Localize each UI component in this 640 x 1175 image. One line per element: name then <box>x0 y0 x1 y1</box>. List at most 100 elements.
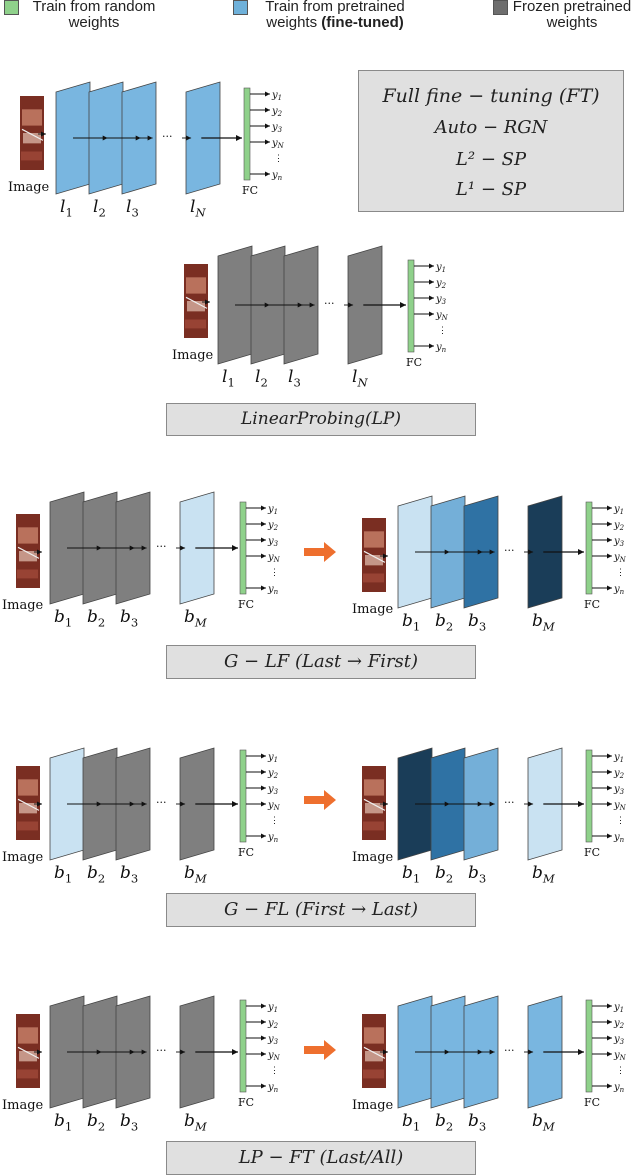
output-label: yN <box>613 800 627 812</box>
legend-text-line1: Frozen pretrained <box>512 0 632 15</box>
layer-label: b2 <box>87 1111 105 1133</box>
glf-right-panel <box>585 501 593 595</box>
output-vdots: ⋮ <box>274 154 283 164</box>
lpft-caption: LP − FT (Last/All) <box>238 1147 404 1168</box>
fc-layer <box>243 87 251 181</box>
legend-text-line2: weights <box>266 14 322 31</box>
ft-panel <box>243 87 251 181</box>
ft-line-l1sp: L¹ − SP <box>455 179 527 200</box>
output-label: y2 <box>271 106 283 118</box>
fc-label: FC <box>584 1096 600 1109</box>
layer-label: b2 <box>87 607 105 629</box>
glf-caption: G − LF (Last → First) <box>223 651 419 672</box>
output-label: y3 <box>271 122 283 134</box>
output-label: y1 <box>267 504 278 516</box>
layer-label: l2 <box>93 197 106 219</box>
input-image <box>16 1014 40 1088</box>
fc-label: FC <box>584 846 600 859</box>
ellipsis: ··· <box>504 1044 515 1057</box>
output-label: yn <box>267 1082 279 1094</box>
output-label: y3 <box>267 784 279 796</box>
output-vdots: ⋮ <box>270 1066 279 1076</box>
ft-line-l2sp: L² − SP <box>455 149 527 170</box>
output-vdots: ⋮ <box>616 1066 625 1076</box>
layer-label: b3 <box>468 1111 486 1133</box>
fc-layer <box>585 999 593 1093</box>
legend-swatch-pretrained <box>233 0 248 15</box>
glf-left-panel <box>239 501 247 595</box>
output-label: y3 <box>613 784 625 796</box>
fc-label: FC <box>238 1096 254 1109</box>
layer-label: b3 <box>120 1111 138 1133</box>
transition-arrow-glf <box>304 542 336 562</box>
gfl-right-panel <box>585 749 593 843</box>
image-label: Image <box>352 1098 394 1113</box>
layer-label: bM <box>184 863 208 885</box>
input-image <box>20 96 44 170</box>
ellipsis: ··· <box>156 540 167 553</box>
gfl-caption: G − FL (First → Last) <box>223 899 419 920</box>
layer-label: b3 <box>468 863 486 885</box>
output-vdots: ⋮ <box>270 568 279 578</box>
output-label: yN <box>271 138 285 150</box>
layer-label: b2 <box>87 863 105 885</box>
output-label: y2 <box>613 520 625 532</box>
output-label: yn <box>267 584 279 596</box>
output-label: y1 <box>613 504 624 516</box>
fc-label: FC <box>406 356 422 369</box>
lp-caption-box: LinearProbing(LP) <box>166 403 476 436</box>
output-label: y1 <box>267 1002 278 1014</box>
output-label: yN <box>267 800 281 812</box>
ft-method-box: Full fine − tuning (FT) Auto − RGN L² − … <box>358 70 624 212</box>
glf-caption-box: G − LF (Last → First) <box>166 645 476 679</box>
output-label: yn <box>613 1082 625 1094</box>
output-list: y1 y2 y3 yN yn <box>613 504 627 596</box>
input-image <box>362 1014 386 1088</box>
output-label: y1 <box>271 90 282 102</box>
fc-label: FC <box>238 598 254 611</box>
lpft-left-panel <box>239 999 247 1093</box>
legend-swatch-random <box>4 0 19 15</box>
layer-label: bM <box>184 607 208 629</box>
layer-label: b2 <box>435 611 453 633</box>
output-label: y3 <box>267 536 279 548</box>
layer-label: bM <box>184 1111 208 1133</box>
ellipsis: ··· <box>504 796 515 809</box>
output-label: y3 <box>267 1034 279 1046</box>
layer-label: l1 <box>222 367 235 389</box>
image-label: Image <box>2 850 44 865</box>
output-label: y2 <box>435 278 447 290</box>
layer-label: b1 <box>54 1111 72 1133</box>
output-label: y1 <box>613 752 624 764</box>
layer-label: b2 <box>435 1111 453 1133</box>
output-vdots: ⋮ <box>616 568 625 578</box>
gfl-left-panel <box>239 749 247 843</box>
output-label: yn <box>613 832 625 844</box>
layer-label: bM <box>532 1111 556 1133</box>
output-vdots: ⋮ <box>438 326 447 336</box>
lp-caption: LinearProbing(LP) <box>241 409 401 429</box>
input-image <box>362 766 386 840</box>
output-label: yn <box>613 584 625 596</box>
output-vdots: ⋮ <box>616 816 625 826</box>
legend-text-line1: Train from random <box>32 0 156 15</box>
output-label: yN <box>613 552 627 564</box>
fc-label: FC <box>238 846 254 859</box>
input-image <box>16 766 40 840</box>
ellipsis: ··· <box>324 297 335 310</box>
image-label: Image <box>352 850 394 865</box>
legend-text-bold: (fine-tuned) <box>321 14 404 31</box>
output-label: y3 <box>613 536 625 548</box>
output-label: y1 <box>613 1002 624 1014</box>
output-vdots: ⋮ <box>270 816 279 826</box>
gfl-caption-box: G − FL (First → Last) <box>166 893 476 927</box>
output-label: y2 <box>267 520 279 532</box>
fc-layer <box>585 749 593 843</box>
layer-label: bM <box>532 611 556 633</box>
